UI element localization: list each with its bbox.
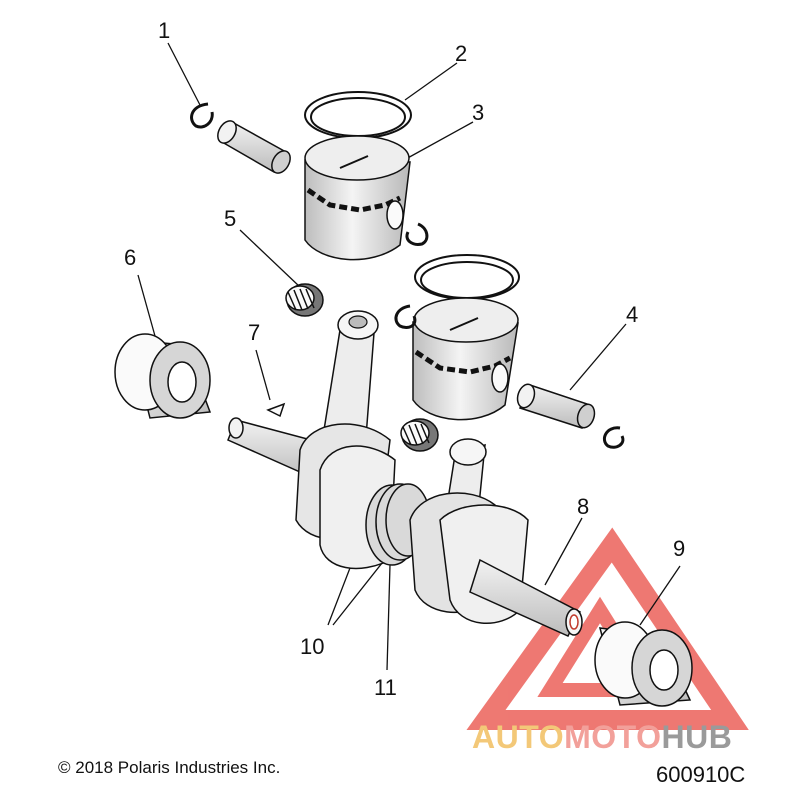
- crankshaft-output-shaft: [469, 558, 583, 637]
- leader-lines: [137, 42, 681, 671]
- main-bearing-right: [594, 621, 693, 707]
- piston-lower: [412, 297, 519, 421]
- circlip-1: [190, 102, 214, 129]
- watermark-part-hub: HUB: [661, 719, 733, 755]
- piston-pin-lower: [516, 383, 596, 429]
- main-bearing-left: [114, 333, 212, 419]
- callout-5: 5: [224, 206, 237, 231]
- watermark-text: AUTOMOTOHUB: [472, 719, 732, 756]
- callout-8: 8: [577, 494, 590, 519]
- circlip-4: [603, 426, 625, 449]
- callout-10: 10: [300, 634, 325, 659]
- needle-bearing-lower: [400, 418, 439, 452]
- woodruff-key: [266, 402, 286, 418]
- piston-ring-upper: [304, 91, 412, 139]
- callout-9: 9: [673, 536, 686, 561]
- circlip-upper-piston: [405, 222, 429, 246]
- circlip-lower-left: [394, 304, 417, 330]
- watermark-part-auto: AUTO: [472, 719, 565, 755]
- piston-pin-upper: [217, 120, 291, 174]
- watermark-part-moto: MOTO: [564, 719, 662, 755]
- callout-7: 7: [248, 320, 261, 345]
- callout-3: 3: [472, 100, 485, 125]
- callout-11: 11: [374, 675, 397, 700]
- piston-ring-lower: [414, 254, 520, 300]
- needle-bearing-upper: [285, 283, 324, 317]
- callout-2: 2: [455, 41, 468, 66]
- callout-6: 6: [124, 245, 137, 270]
- callout-4: 4: [626, 302, 639, 327]
- copyright-notice: © 2018 Polaris Industries Inc.: [58, 758, 281, 777]
- piston-upper: [304, 135, 411, 261]
- drawing-number: 600910C: [656, 762, 746, 787]
- callout-1: 1: [158, 18, 171, 43]
